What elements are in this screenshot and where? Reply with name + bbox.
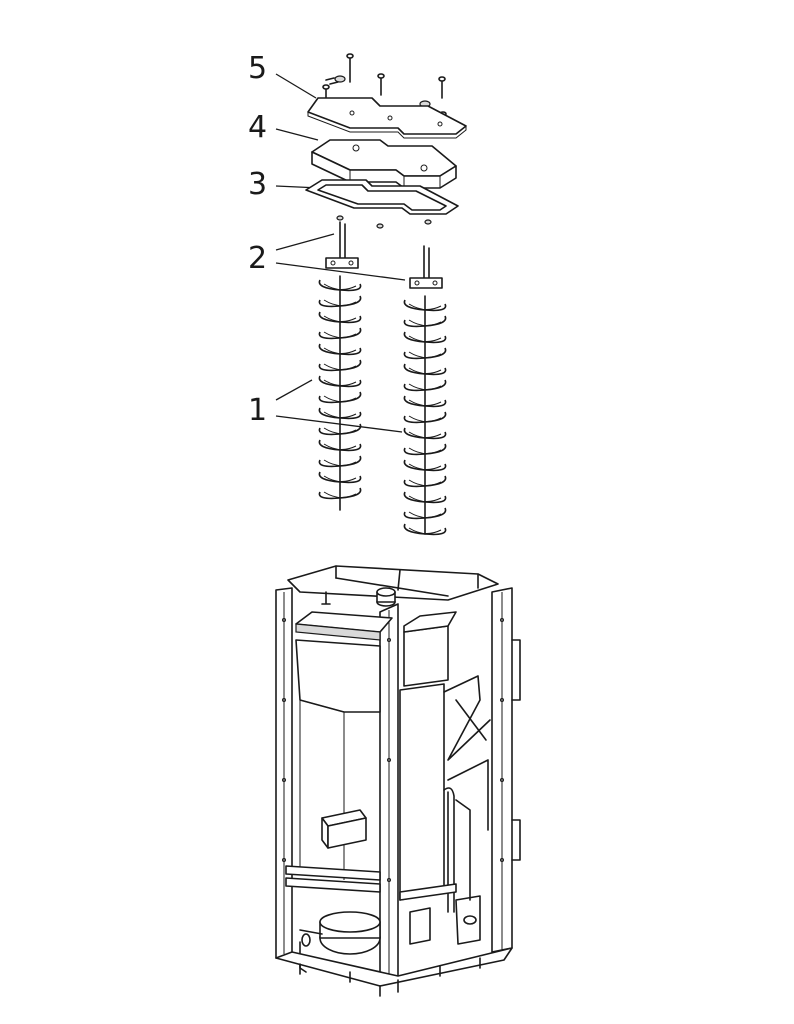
insulation-block — [311, 139, 457, 189]
auger-spirals — [318, 275, 447, 536]
leader-1a — [275, 379, 313, 401]
leader-2b — [275, 262, 406, 281]
callout-2: 2 — [248, 241, 267, 276]
callout-5: 5 — [248, 51, 267, 86]
leader-4 — [275, 128, 319, 141]
auger-bracket-right — [409, 245, 443, 289]
callout-1: 1 — [248, 393, 267, 428]
callouts: 5 4 3 2 1 — [248, 51, 267, 428]
leader-5 — [275, 73, 317, 99]
leader-lines — [275, 73, 406, 433]
callout-3: 3 — [248, 167, 267, 202]
top-cover-plate — [307, 53, 467, 139]
gasket-frame — [305, 179, 459, 229]
auger-spiral-right — [403, 295, 447, 536]
auger-brackets — [325, 221, 443, 289]
rivet-holes — [282, 618, 504, 882]
callout-4: 4 — [248, 110, 267, 145]
leader-1b — [275, 415, 403, 433]
leader-2a — [275, 233, 335, 251]
auger-spiral-left — [318, 275, 362, 511]
machine-frame — [275, 565, 521, 997]
auger-bracket-left — [325, 221, 359, 269]
